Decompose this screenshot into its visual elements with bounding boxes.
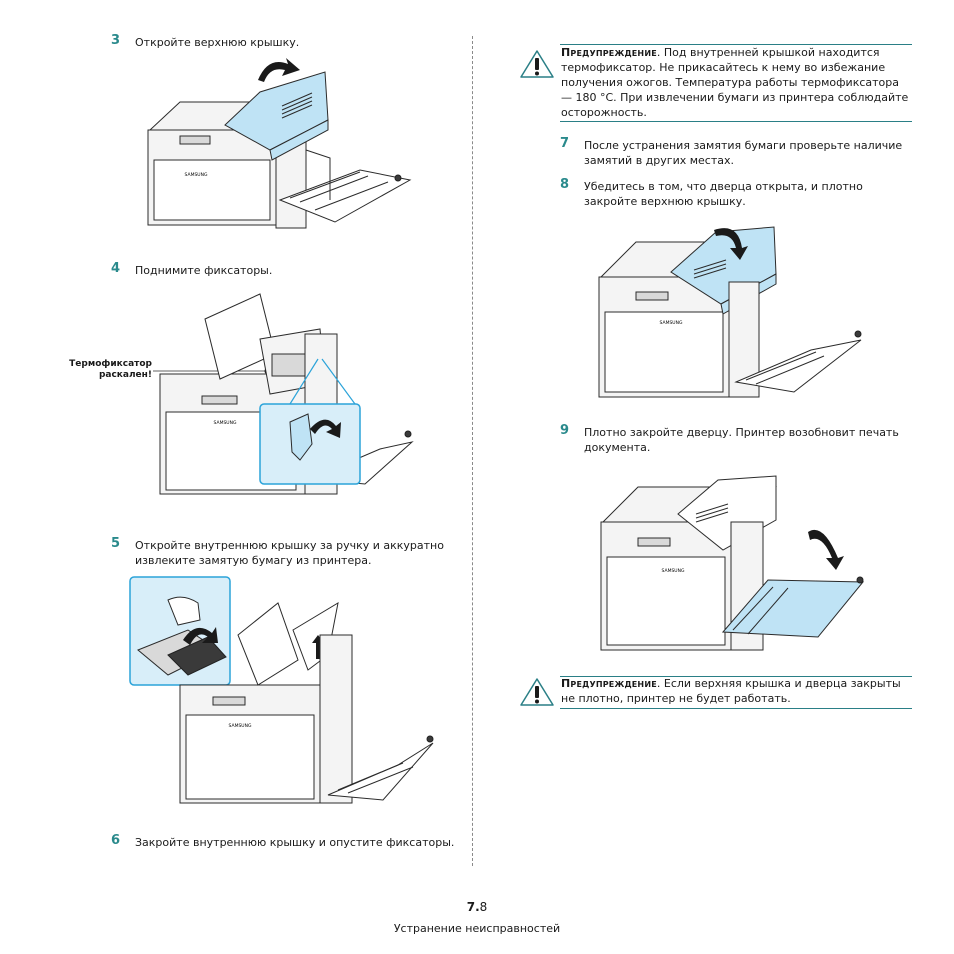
column-divider [472, 36, 473, 866]
step-6-text: Закройте внутреннюю крышку и опустите фи… [135, 836, 455, 849]
warning-1-body: . Под внутренней крышкой находится термо… [561, 46, 909, 119]
step-5-text: Откройте внутреннюю крышку за ручку и ак… [135, 539, 444, 567]
step-7-number: 7 [560, 136, 570, 151]
open-arrow-icon [258, 58, 300, 82]
warning-2-top-rule [560, 676, 912, 677]
step-5-number: 5 [111, 536, 121, 551]
warning-2-body: . Если верхняя крышка и дверца закрыты н… [561, 677, 901, 705]
pull-arrow-icon [183, 627, 218, 645]
page-index: 8 [479, 900, 488, 914]
step-9-text: Плотно закройте дверцу. Принтер возобнов… [584, 426, 899, 454]
warning-2-text-block: Предупреждение. Если верхняя крышка и дв… [561, 676, 911, 706]
printer-brand-label-3: SAMSUNG [229, 723, 252, 729]
step-9-printer-illustration: SAMSUNG [600, 475, 865, 651]
step-3-number: 3 [111, 33, 121, 48]
page-number: 7.8 [0, 900, 954, 914]
door-close-arrow-icon [808, 529, 844, 570]
warning-icon-2 [520, 678, 554, 706]
step-9-number: 9 [560, 423, 570, 438]
warning-1-text-block: Предупреждение. Под внутренней крышкой н… [561, 45, 911, 120]
warning-2-label: Предупреждение [561, 677, 657, 690]
step-4-number: 4 [111, 261, 121, 276]
callout-line-2: раскален! [98, 370, 152, 380]
warning-1-bottom-rule [560, 121, 912, 122]
warning-1-top-rule [560, 44, 912, 45]
close-arrow-icon [714, 228, 748, 260]
hot-fuser-callout: Термофиксатор раскален! [54, 359, 152, 381]
printer-brand-label-2: SAMSUNG [214, 420, 237, 426]
step-8-number: 8 [560, 177, 570, 192]
warning-icon [520, 50, 554, 78]
printer-brand-label-5: SAMSUNG [662, 568, 685, 574]
step-3-printer-illustration: SAMSUNG [147, 58, 412, 229]
step-8-text: Убедитесь в том, что дверца открыта, и п… [584, 180, 863, 208]
lift-arrow-icon [310, 419, 341, 438]
step-4-printer-illustration: SAMSUNG [153, 293, 414, 495]
step-3-text: Откройте верхнюю крышку. [135, 36, 300, 49]
step-5-printer-illustration: SAMSUNG [129, 576, 434, 804]
warning-2-bottom-rule [560, 708, 912, 709]
step-7-text: После устранения замятия бумаги проверьт… [584, 139, 903, 167]
step-6-number: 6 [111, 833, 121, 848]
printer-brand-label-4: SAMSUNG [660, 320, 683, 326]
step-8-printer-illustration: SAMSUNG [598, 226, 862, 398]
printer-brand-label: SAMSUNG [185, 172, 208, 178]
warning-1-label: Предупреждение [561, 46, 657, 59]
callout-line-1: Термофиксатор [69, 359, 152, 369]
step-4-text: Поднимите фиксаторы. [135, 264, 273, 277]
chapter-title: Устранение неисправностей [393, 922, 561, 935]
chapter-number: 7. [466, 900, 480, 914]
